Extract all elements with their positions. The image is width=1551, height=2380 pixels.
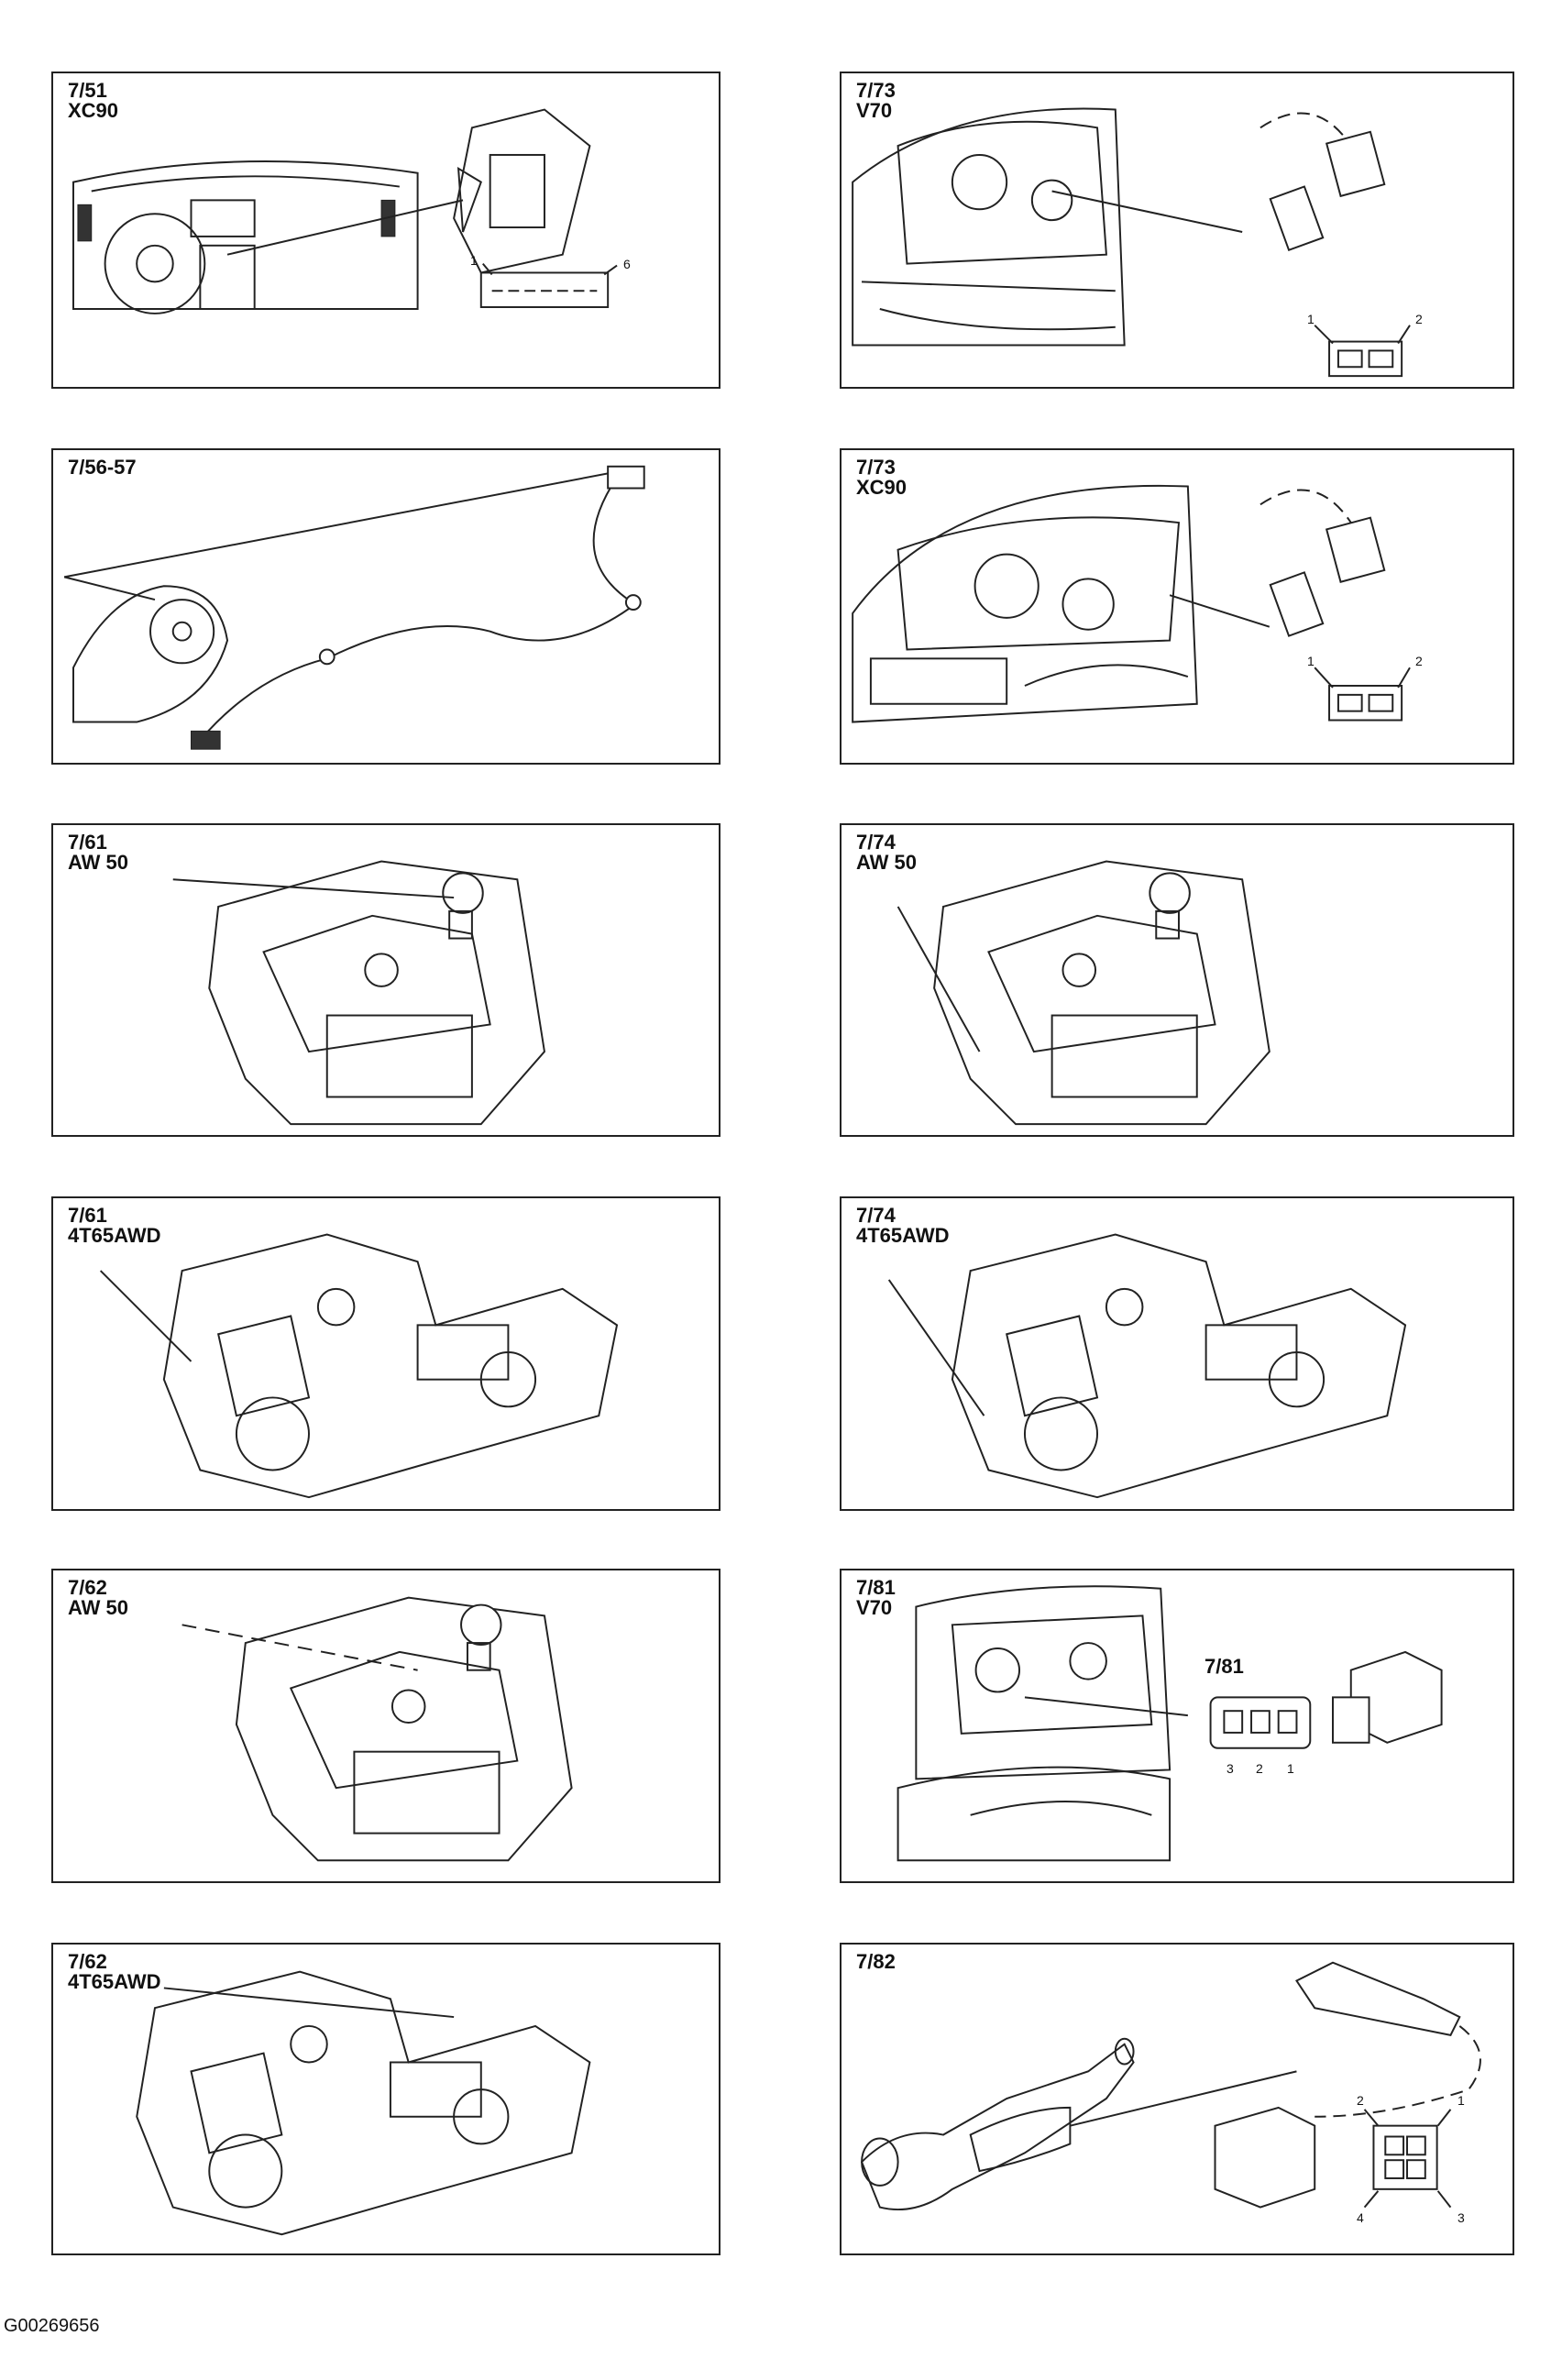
panel-label: 7/74 4T65AWD xyxy=(856,1206,949,1246)
panel-label: 7/74 AW 50 xyxy=(856,832,917,873)
component-code: 7/62 xyxy=(68,1576,107,1599)
model-name: 4T65AWD xyxy=(68,1224,161,1247)
panel-label: 7/56-57 xyxy=(68,457,137,478)
engine-bay-illustration xyxy=(852,484,1411,723)
component-code: 7/51 xyxy=(68,79,107,102)
model-name: 4T65AWD xyxy=(68,1970,161,1993)
panel-7-74-aw50: 7/74 AW 50 xyxy=(840,823,1514,1137)
dashboard-illustration xyxy=(72,108,618,314)
model-name: AW 50 xyxy=(856,851,918,874)
panel-label: 7/81 V70 xyxy=(856,1578,896,1618)
component-code: 7/62 xyxy=(68,1950,107,1973)
panel-7-56-57: 7/56-57 xyxy=(51,448,720,765)
model-name: AW 50 xyxy=(68,1596,129,1619)
engine-bay-illustration xyxy=(852,107,1411,378)
figure-id: G00269656 xyxy=(4,2316,100,2336)
panel-7-51-xc90: 7/51 XC90 1 6 xyxy=(51,72,720,389)
pin-label: 2 xyxy=(1357,2093,1364,2108)
panel-label: 7/82 xyxy=(856,1952,896,1972)
pin-label: 1 xyxy=(1458,2093,1465,2108)
pin-label: 1 xyxy=(1307,312,1314,326)
panel-label: 7/51 XC90 xyxy=(68,81,118,121)
panel-7-62-aw50: 7/62 AW 50 xyxy=(51,1569,720,1883)
panel-label: 7/61 4T65AWD xyxy=(68,1206,160,1246)
component-code: 7/74 xyxy=(856,831,896,854)
panel-7-73-v70: 7/73 V70 1 2 xyxy=(840,72,1514,389)
panel-label: 7/73 V70 xyxy=(856,81,896,121)
awd-transmission-illustration xyxy=(99,1233,619,1499)
pin-label: 4 xyxy=(1357,2210,1364,2225)
panel-7-81-v70: 7/81 V70 7/81 3 2 1 xyxy=(840,1569,1514,1883)
panel-7-62-4t65awd: 7/62 4T65AWD xyxy=(51,1943,720,2255)
pin-label: 3 xyxy=(1458,2210,1465,2225)
model-name: XC90 xyxy=(68,99,119,122)
component-code: 7/82 xyxy=(856,1950,896,1973)
panel-7-61-aw50: 7/61 AW 50 xyxy=(51,823,720,1137)
oxygen-sensor-illustration xyxy=(860,1961,1481,2210)
awd-transmission-illustration xyxy=(887,1233,1407,1499)
model-name: 4T65AWD xyxy=(856,1224,950,1247)
component-code: 7/61 xyxy=(68,1204,107,1227)
model-name: AW 50 xyxy=(68,851,129,874)
panel-7-82: 7/82 2 1 4 3 xyxy=(840,1943,1514,2255)
component-code: 7/81 xyxy=(856,1576,896,1599)
model-name: V70 xyxy=(856,1596,893,1619)
panel-7-73-xc90: 7/73 XC90 1 2 xyxy=(840,448,1514,765)
awd-transmission-illustration xyxy=(136,1970,591,2236)
component-code: 7/74 xyxy=(856,1204,896,1227)
panel-7-61-4t65awd: 7/61 4T65AWD xyxy=(51,1196,720,1511)
panel-label: 7/73 XC90 xyxy=(856,457,907,498)
transmission-illustration xyxy=(896,860,1270,1126)
model-name: XC90 xyxy=(856,476,908,499)
model-name: V70 xyxy=(856,99,893,122)
pin-label: 6 xyxy=(623,257,631,271)
component-code: 7/61 xyxy=(68,831,107,854)
pin-label: 1 xyxy=(1287,1761,1294,1776)
pin-label: 1 xyxy=(1307,654,1314,668)
component-code: 7/56-57 xyxy=(68,456,137,479)
panel-label: 7/62 4T65AWD xyxy=(68,1952,160,1992)
panel-label: 7/62 AW 50 xyxy=(68,1578,128,1618)
panel-label: 7/61 AW 50 xyxy=(68,832,128,873)
pin-label: 3 xyxy=(1226,1761,1234,1776)
wheel-sensor-illustration xyxy=(63,465,645,750)
component-code: 7/73 xyxy=(856,456,896,479)
transmission-illustration xyxy=(182,1596,573,1862)
pin-label: 2 xyxy=(1415,312,1423,326)
pin-label: 2 xyxy=(1256,1761,1263,1776)
component-code: 7/73 xyxy=(856,79,896,102)
connector-label: 7/81 xyxy=(1204,1655,1244,1678)
engine-bay-illustration xyxy=(896,1585,1443,1862)
pin-label: 2 xyxy=(1415,654,1423,668)
pin-label: 1 xyxy=(470,253,478,268)
transmission-illustration xyxy=(172,860,546,1126)
panel-7-74-4t65awd: 7/74 4T65AWD xyxy=(840,1196,1514,1511)
